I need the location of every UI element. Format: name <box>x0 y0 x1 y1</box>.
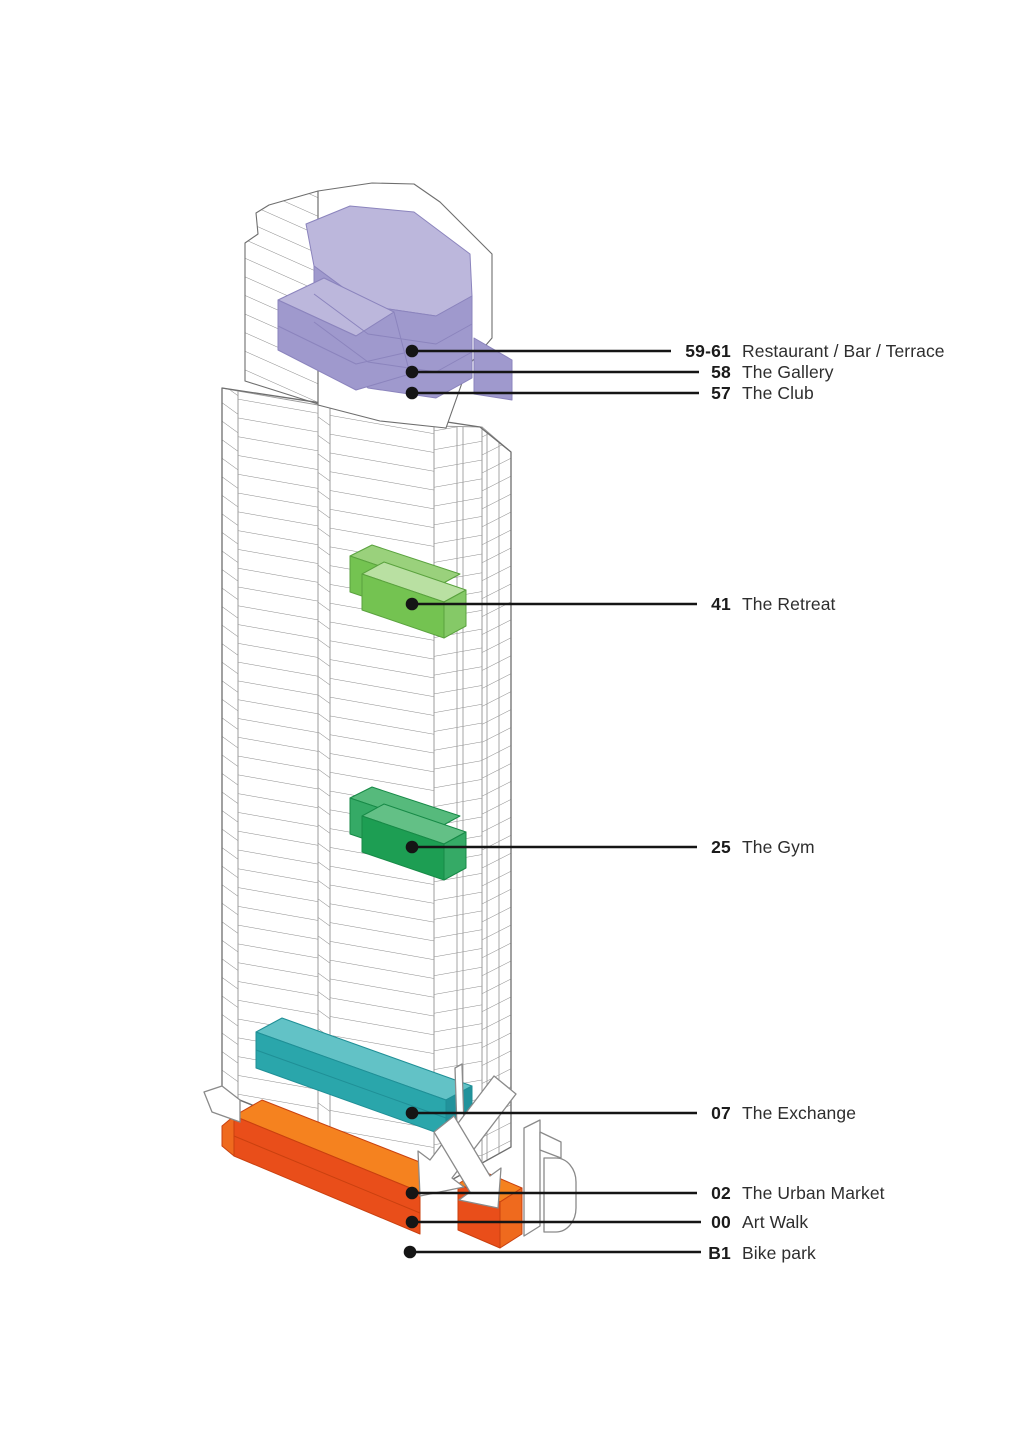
floor-number: 58 <box>711 361 731 382</box>
annex-connector <box>539 1131 562 1159</box>
gym-side-face <box>443 831 467 881</box>
retreat-side-face <box>443 589 467 639</box>
purple-floor-line <box>277 325 405 365</box>
floor-name: Bike park <box>742 1242 816 1263</box>
floor-callout-02: 02 The Urban Market <box>681 1182 885 1204</box>
floor-number: 57 <box>711 382 731 403</box>
floor-name: The Gym <box>742 836 815 857</box>
volume-57-61 <box>277 205 513 401</box>
callout-dot-41 <box>405 597 419 611</box>
callout-dots <box>403 344 419 1259</box>
floor-number: 02 <box>711 1182 731 1203</box>
callout-dot-B1 <box>403 1245 417 1259</box>
callout-dot-07 <box>405 1106 419 1120</box>
floor-callout-B1: B1 Bike park <box>681 1242 816 1264</box>
floor-name: The Exchange <box>742 1102 857 1123</box>
purple-floor-line <box>313 321 473 373</box>
floor-number: 59-61 <box>685 340 731 361</box>
callout-dot-59-61 <box>405 344 419 358</box>
exchange-floor-line <box>255 1049 447 1119</box>
annex-slab <box>523 1119 541 1237</box>
floor-name: Restaurant / Bar / Terrace <box>742 340 945 361</box>
floor-callout-00: 00 Art Walk <box>681 1211 808 1233</box>
callout-dot-58 <box>405 365 419 379</box>
purple-right-face <box>473 337 513 401</box>
floor-name: Art Walk <box>742 1211 809 1232</box>
callout-dot-57 <box>405 386 419 400</box>
floor-number: 41 <box>711 593 731 614</box>
floor-name: The Gallery <box>742 361 834 382</box>
floor-name: The Urban Market <box>742 1182 885 1203</box>
base-details <box>203 1063 577 1237</box>
floor-name: The Club <box>742 382 814 403</box>
floor-number: 25 <box>711 836 731 857</box>
purple-floor-line <box>313 293 473 345</box>
callout-dot-00 <box>405 1215 419 1229</box>
callout-lines <box>410 349 701 1254</box>
podium-left-bevel <box>221 1115 235 1157</box>
floor-callout-41: 41 The Retreat <box>681 593 836 615</box>
floor-number: 07 <box>711 1102 731 1123</box>
entry-arrow-down-right <box>433 1115 502 1209</box>
entry-arrow-down-left <box>417 1075 517 1197</box>
floor-callout-07: 07 The Exchange <box>681 1102 856 1124</box>
floor-number: 00 <box>711 1211 731 1232</box>
floor-callout-25: 25 The Gym <box>681 836 815 858</box>
floor-callout-58: 58 The Gallery <box>681 361 834 383</box>
floor-name: The Retreat <box>742 593 836 614</box>
entrance-canopy <box>203 1085 241 1123</box>
floor-callout-59-61: 59-61 Restaurant / Bar / Terrace <box>681 340 945 362</box>
floor-number: B1 <box>708 1242 731 1263</box>
callout-dot-02 <box>405 1186 419 1200</box>
podium-floor-line <box>233 1135 421 1214</box>
floor-callout-57: 57 The Club <box>681 382 814 404</box>
callout-dot-25 <box>405 840 419 854</box>
annex-drum <box>543 1157 577 1233</box>
